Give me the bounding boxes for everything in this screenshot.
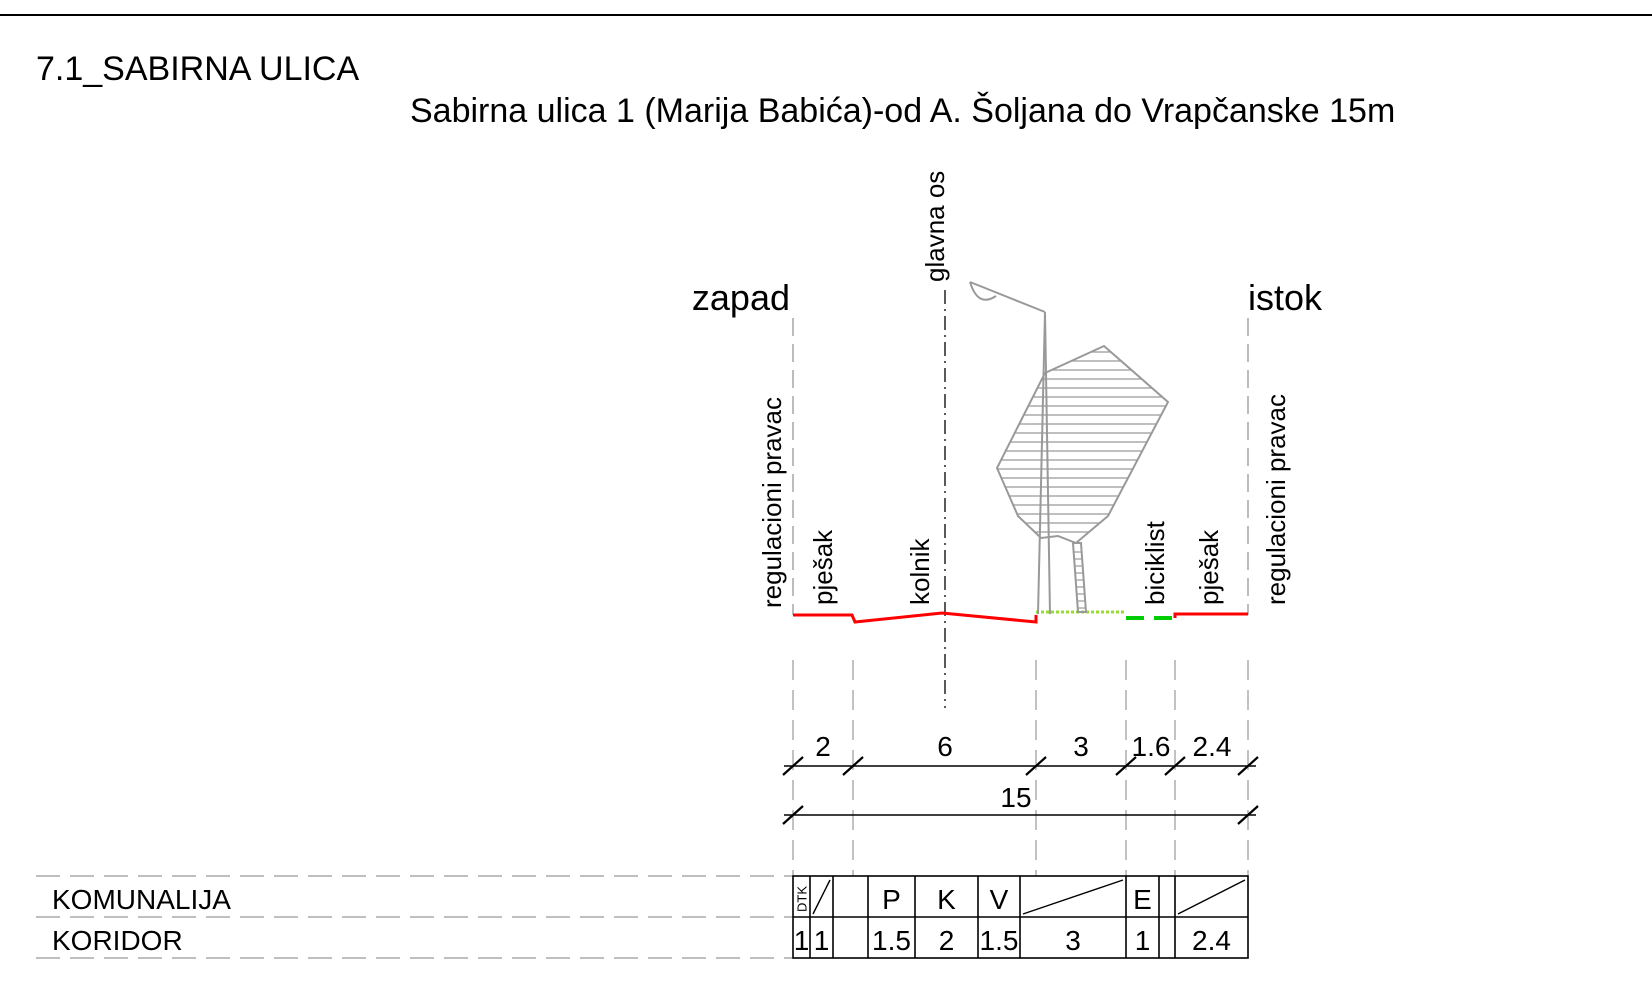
table-row-label-corridor: KORIDOR [52,925,183,956]
table-row-label-utilities: KOMUNALIJA [52,884,231,915]
surface-west-sidewalk-road [793,611,1038,624]
surface-east-sidewalk [1173,612,1248,618]
table-guide-lines [36,875,793,959]
dimension-extension-lines [792,660,1249,876]
corridor-cell: 1.5 [980,925,1019,956]
utility-cell: V [990,884,1009,915]
street-title: Sabirna ulica 1 (Marija Babića)-od A. Šo… [410,92,1395,130]
corridor-cell: 1 [794,925,810,956]
dimension-total: 15 [1000,782,1031,813]
tree-crown [995,344,1170,545]
table-empty-cell-slash [1022,879,1124,915]
regulation-label-west: regulacioni pravac [757,397,787,608]
road-label: kolnik [905,538,935,605]
cyclist-label: biciklist [1140,520,1170,605]
dimension-segment-4: 1.6 [1132,731,1171,762]
corridor-cell: 1 [814,925,830,956]
tree [995,344,1170,613]
corridor-cell: 1.5 [872,925,911,956]
utility-cell: E [1133,884,1152,915]
table-empty-cell-slash [1177,879,1246,915]
direction-west-label: zapad [692,277,790,318]
corridor-cell: 2.4 [1192,925,1231,956]
dimension-segment-5: 2.4 [1193,731,1232,762]
dimension-segment-1: 2 [815,731,831,762]
direction-east-label: istok [1248,277,1323,318]
dimension-segment-3: 3 [1073,731,1089,762]
utility-cell: P [882,884,901,915]
corridor-cell: 3 [1065,925,1081,956]
axis-label: glavna os [920,171,950,282]
corridor-cell: 2 [939,925,955,956]
utility-table [792,875,1249,959]
dimension-segment-2: 6 [937,731,953,762]
corridor-cell: 1 [1135,925,1151,956]
table-empty-cell-slash [812,879,831,915]
tree-trunk [1071,542,1088,613]
utility-cell: K [937,884,956,915]
section-title: 7.1_SABIRNA ULICA [36,50,359,88]
dimension-lines [782,756,1259,825]
utility-cell: DTK [795,886,810,912]
pedestrian-label-west: pješak [808,529,838,605]
pedestrian-label-east: pješak [1194,529,1224,605]
regulation-label-east: regulacioni pravac [1261,394,1291,605]
street-lamp [969,281,1051,615]
